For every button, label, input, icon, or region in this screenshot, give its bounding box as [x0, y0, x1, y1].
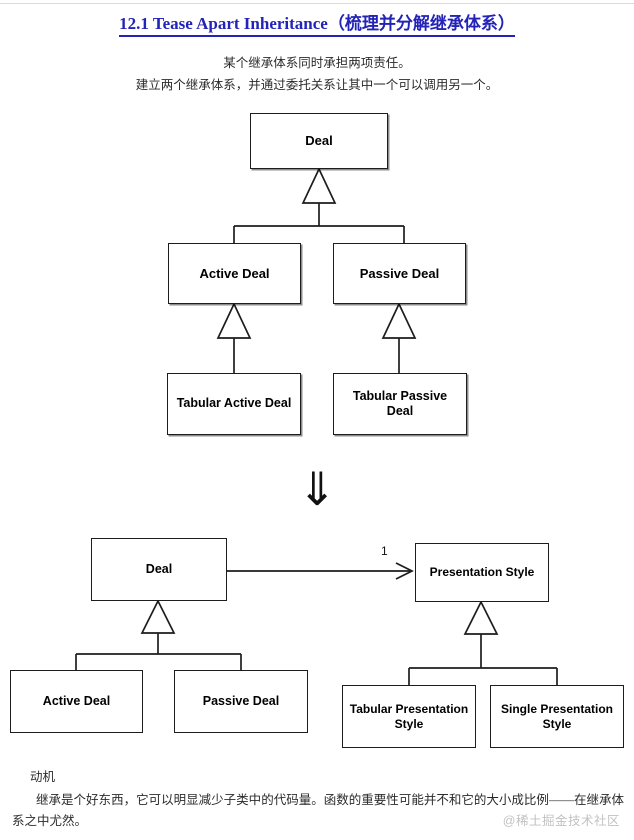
- uml-class-deal-after[interactable]: Deal: [91, 538, 227, 601]
- page-title: 12.1 Tease Apart Inheritance（梳理并分解继承体系）: [0, 9, 634, 37]
- header-divider: [0, 3, 634, 4]
- body-paragraph: 继承是个好东西，它可以明显减少子类中的代码量。函数的重要性可能并不和它的大小成比…: [12, 793, 624, 828]
- uml-class-tabular-presentation-style[interactable]: Tabular Presentation Style: [342, 685, 476, 748]
- double-down-arrow-glyph: ⇓: [297, 462, 337, 516]
- uml-class-active-deal[interactable]: Active Deal: [168, 243, 301, 304]
- transition-arrow-icon: ⇓: [0, 466, 634, 512]
- uml-class-label: Tabular Active Deal: [176, 396, 292, 411]
- uml-class-presentation-style[interactable]: Presentation Style: [415, 543, 549, 602]
- uml-class-label: Deal: [305, 133, 333, 149]
- watermark-text: @稀土掘金技术社区: [502, 814, 620, 828]
- section-heading: 动机: [30, 770, 56, 784]
- summary-line-1: 某个继承体系同时承担两项责任。: [223, 56, 411, 70]
- uml-class-tabular-active-deal[interactable]: Tabular Active Deal: [167, 373, 301, 435]
- uml-class-label: Active Deal: [42, 693, 111, 708]
- uml-class-single-presentation-style[interactable]: Single Presentation Style: [490, 685, 624, 748]
- uml-class-label: Single Presentation Style: [500, 701, 614, 731]
- uml-class-label: Active Deal: [199, 265, 270, 281]
- uml-class-deal[interactable]: Deal: [250, 113, 388, 169]
- uml-class-active-deal-after[interactable]: Active Deal: [10, 670, 143, 733]
- generalization-deal-to-subclasses: [233, 167, 405, 243]
- uml-class-passive-deal[interactable]: Passive Deal: [333, 243, 466, 304]
- multiplicity-value: 1: [381, 544, 388, 558]
- uml-class-label: Passive Deal: [202, 693, 280, 708]
- uml-class-passive-deal-after[interactable]: Passive Deal: [174, 670, 308, 733]
- uml-class-label: Tabular Presentation Style: [349, 701, 469, 731]
- generalization-deal2-to-subclasses: [75, 599, 242, 670]
- generalization-passive-deal: [381, 302, 417, 373]
- uml-class-label: Passive Deal: [359, 265, 440, 281]
- generalization-active-deal: [216, 302, 252, 373]
- uml-class-label: Presentation Style: [429, 565, 535, 580]
- uml-class-label: Tabular Passive Deal: [352, 388, 448, 418]
- summary-line-2: 建立两个继承体系，并通过委托关系让其中一个可以调用另一个。: [135, 78, 499, 92]
- page-title-text: 12.1 Tease Apart Inheritance（梳理并分解继承体系）: [119, 9, 515, 37]
- uml-class-tabular-passive-deal[interactable]: Tabular Passive Deal: [333, 373, 467, 435]
- association-deal-to-presentation-style: [227, 562, 414, 580]
- association-multiplicity-label: 1: [381, 544, 388, 558]
- uml-class-label: Deal: [145, 561, 173, 576]
- generalization-presentation-style-to-subclasses: [408, 600, 558, 685]
